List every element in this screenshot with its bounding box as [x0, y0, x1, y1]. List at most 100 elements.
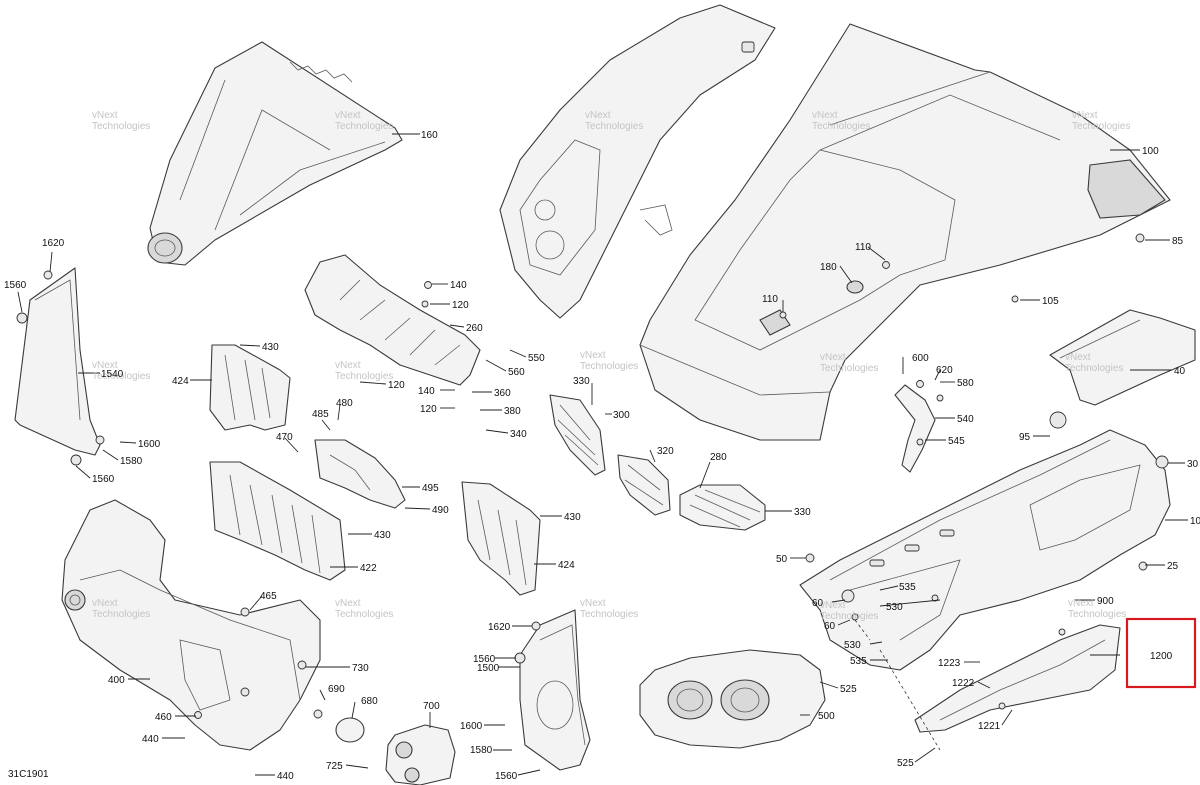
grille-424-lower — [461, 481, 541, 596]
cap-680 — [335, 717, 365, 743]
callout-140: 140 — [418, 386, 435, 397]
callout-30: 30 — [1187, 459, 1199, 470]
hood-panel-100 — [639, 23, 1171, 441]
callout-495: 495 — [422, 483, 439, 494]
panel-40 — [1049, 309, 1196, 406]
callout-730: 730 — [352, 663, 369, 674]
callout-485: 485 — [312, 409, 329, 420]
callout-900: 900 — [1097, 596, 1114, 607]
callout-1540: 1540 — [101, 369, 124, 380]
grille-424-upper — [209, 344, 291, 431]
callout-430: 430 — [564, 512, 581, 523]
callout-110: 110 — [855, 242, 871, 253]
callout-1600: 1600 — [138, 439, 161, 450]
callout-110: 110 — [762, 294, 778, 305]
callout-535: 535 — [850, 656, 867, 667]
callout-1500: 1500 — [477, 663, 500, 674]
callout-690: 690 — [328, 684, 345, 695]
callout-1560: 1560 — [92, 474, 115, 485]
callout-1200: 1200 — [1150, 651, 1173, 662]
callout-490: 490 — [432, 505, 449, 516]
callout-430: 430 — [262, 342, 279, 353]
fastener-hardware — [16, 233, 1169, 719]
grille-422 — [209, 461, 346, 581]
callout-85: 85 — [1172, 236, 1184, 247]
callout-60: 60 — [824, 621, 836, 632]
front-fascia-10 — [799, 429, 1171, 671]
callout-424: 424 — [172, 376, 189, 387]
callout-1560: 1560 — [495, 771, 518, 782]
callout-525: 525 — [897, 758, 914, 769]
callout-460: 460 — [155, 712, 172, 723]
highlight-box-1200 — [1125, 617, 1197, 689]
callout-550: 550 — [528, 353, 545, 364]
callout-120: 120 — [420, 404, 437, 415]
callout-105: 105 — [1042, 296, 1059, 307]
callout-120: 120 — [388, 380, 405, 391]
callout-95: 95 — [1019, 432, 1031, 443]
callout-1580: 1580 — [120, 456, 143, 467]
callout-680: 680 — [361, 696, 378, 707]
callout-50: 50 — [776, 554, 788, 565]
callout-400: 400 — [108, 675, 125, 686]
callout-380: 380 — [504, 406, 521, 417]
callout-1560: 1560 — [473, 654, 496, 665]
callout-320: 320 — [657, 446, 674, 457]
side-panel-left-1540 — [14, 267, 101, 456]
callout-120: 120 — [452, 300, 469, 311]
callout-535: 535 — [899, 582, 916, 593]
callout-10: 10 — [1190, 516, 1200, 527]
vent-grille-300 — [549, 394, 606, 476]
front-nose-panel-160 — [147, 41, 403, 266]
callout-620: 620 — [936, 365, 953, 376]
callout-330: 330 — [794, 507, 811, 518]
callout-labels: 160 100 85 105 110 180 110 1620 1560 154… — [4, 130, 1200, 782]
front-bracket-260 — [304, 254, 481, 386]
callout-700: 700 — [423, 701, 440, 712]
callout-540: 540 — [957, 414, 974, 425]
callout-725: 725 — [326, 761, 343, 772]
callout-525: 525 — [840, 684, 857, 695]
front-frame-400 — [61, 499, 321, 751]
callout-440: 440 — [277, 771, 294, 782]
callout-1222: 1222 — [952, 678, 975, 689]
callout-1620: 1620 — [488, 622, 511, 633]
callout-260: 260 — [466, 323, 483, 334]
callout-545: 545 — [948, 436, 965, 447]
callout-480: 480 — [336, 398, 353, 409]
callout-330: 330 — [573, 376, 590, 387]
vent-grille-320 — [617, 454, 671, 516]
callout-470: 470 — [276, 432, 293, 443]
callout-560: 560 — [508, 367, 525, 378]
callout-1600: 1600 — [460, 721, 483, 732]
callout-1560: 1560 — [4, 280, 27, 291]
front-bumper-1200 — [914, 624, 1121, 733]
callout-1221: 1221 — [978, 721, 1001, 732]
callout-1620: 1620 — [42, 238, 65, 249]
side-panel-right-1500 — [519, 609, 591, 771]
callout-1580: 1580 — [470, 745, 493, 756]
callout-40: 40 — [1174, 366, 1186, 377]
callout-500: 500 — [818, 711, 835, 722]
bracket-490 — [314, 439, 406, 509]
callout-180: 180 — [820, 262, 837, 273]
callout-60: 60 — [812, 598, 824, 609]
callout-580: 580 — [957, 378, 974, 389]
callout-160: 160 — [421, 130, 438, 141]
diagram-reference-code: 31C1901 — [8, 769, 49, 780]
callout-600: 600 — [912, 353, 929, 364]
